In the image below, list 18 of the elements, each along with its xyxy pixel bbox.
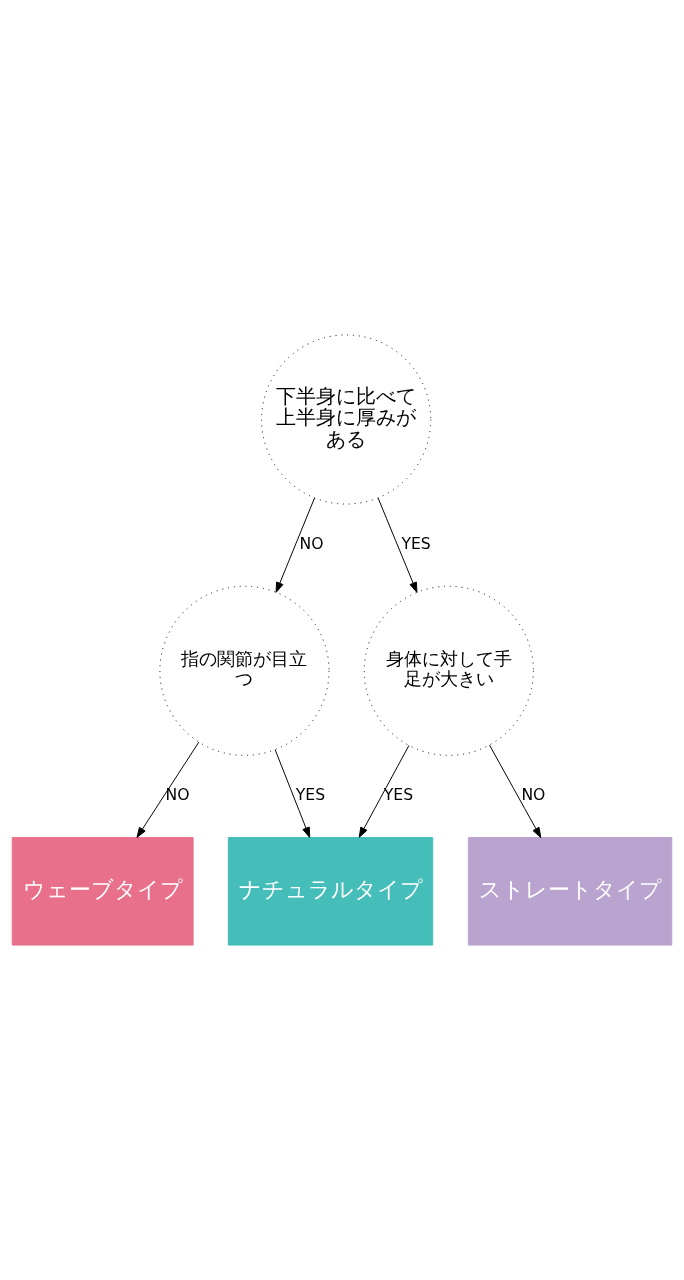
edge-label: YES	[383, 785, 414, 805]
arrow	[377, 497, 418, 593]
arrow	[275, 497, 315, 593]
node-box: ストレートタイプ	[467, 837, 673, 946]
node-circle: 下半身に比べて上半身に厚みがある	[261, 334, 432, 505]
node-box: ナチュラルタイプ	[227, 837, 434, 946]
edge-label: NO	[299, 533, 324, 553]
node-box: ウェーブタイプ	[11, 837, 194, 946]
edge-label: NO	[165, 785, 190, 805]
edge-label: YES	[401, 533, 431, 553]
arrow	[489, 744, 542, 838]
edge-label: YES	[295, 785, 326, 805]
node-circle: 身体に対して手足が大きい	[363, 585, 534, 756]
node-circle: 指の関節が目立つ	[159, 585, 330, 756]
arrow	[274, 749, 311, 838]
arrow	[136, 741, 200, 838]
edge-label: NO	[521, 785, 546, 805]
arrow	[358, 745, 410, 838]
